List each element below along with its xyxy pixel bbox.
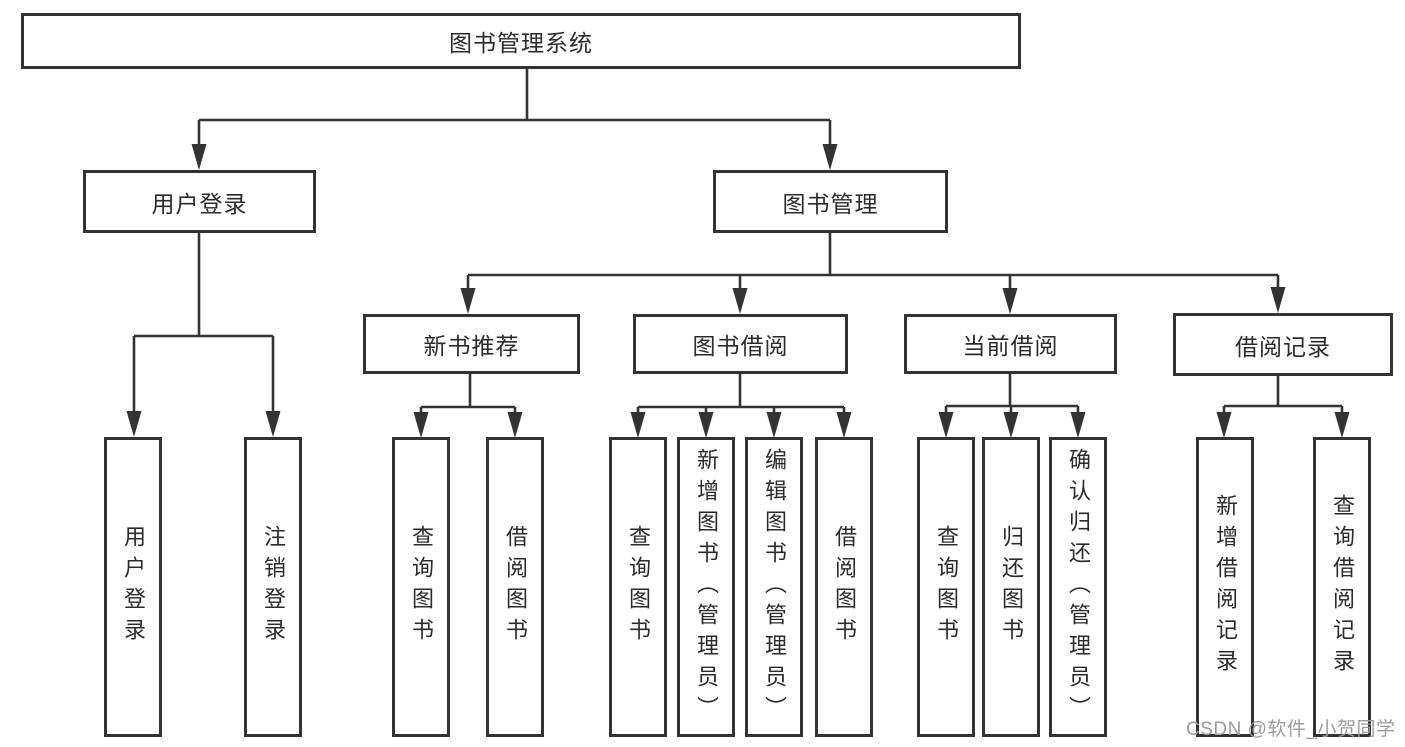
node-leaf-add-borrow-record: 新增借阅记录 bbox=[1196, 437, 1254, 737]
node-root: 图书管理系统 bbox=[21, 13, 1021, 69]
node-leaf-search-books-borrowing: 查询图书 bbox=[609, 437, 667, 737]
node-book-management: 图书管理 bbox=[713, 170, 948, 233]
node-leaf-user-login: 用户登录 bbox=[104, 437, 162, 737]
node-leaf-search-books-recommend: 查询图书 bbox=[392, 437, 450, 737]
node-new-book-recommendation: 新书推荐 bbox=[363, 314, 580, 374]
node-leaf-search-books-current: 查询图书 bbox=[917, 437, 975, 737]
node-leaf-search-borrow-record: 查询借阅记录 bbox=[1313, 437, 1371, 737]
arrowheads bbox=[126, 144, 1350, 438]
node-leaf-confirm-return-admin: 确认归还（管理员） bbox=[1049, 437, 1107, 737]
watermark: CSDN @软件_小贺同学 bbox=[1186, 719, 1396, 740]
node-borrowing-records: 借阅记录 bbox=[1173, 313, 1393, 376]
node-leaf-borrow-books-borrowing: 借阅图书 bbox=[815, 437, 873, 737]
node-current-borrowing: 当前借阅 bbox=[904, 314, 1117, 374]
node-leaf-add-books-admin: 新增图书（管理员） bbox=[677, 437, 735, 737]
node-leaf-logout: 注销登录 bbox=[244, 437, 302, 737]
node-book-borrowing: 图书借阅 bbox=[633, 314, 848, 374]
node-user-login: 用户登录 bbox=[83, 170, 316, 233]
node-leaf-return-books: 归还图书 bbox=[982, 437, 1040, 737]
node-leaf-borrow-books-recommend: 借阅图书 bbox=[486, 437, 544, 737]
node-leaf-edit-books-admin: 编辑图书（管理员） bbox=[745, 437, 803, 737]
